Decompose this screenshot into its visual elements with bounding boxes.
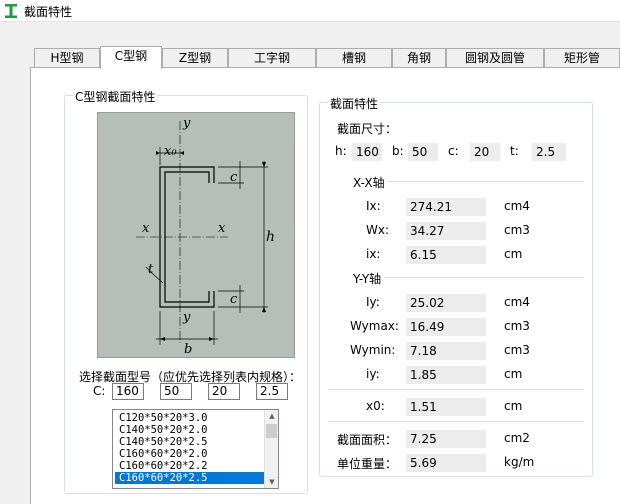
c-steel-panel: C型钢截面特性 [30, 67, 620, 504]
radius-x-unit: cm [504, 247, 523, 261]
label-y-bottom: y [182, 310, 191, 325]
section-size-label: 截面尺寸： [337, 122, 398, 136]
weight-value: 5.69 [406, 454, 486, 472]
ix-unit: cm4 [504, 199, 530, 213]
section-properties-group: 截面特性 截面尺寸： h: 160 b: 50 c: 20 t: 2.5 X-X… [319, 95, 593, 477]
c-section-drawing: x₀ y x x c c h t y b [136, 116, 275, 357]
label-c-top: c [230, 170, 238, 185]
list-item[interactable]: C120*50*20*3.0 [119, 412, 208, 424]
list-item[interactable]: C140*50*20*2.0 [119, 424, 208, 436]
area-value: 7.25 [406, 430, 486, 448]
scroll-up-icon[interactable]: ▲ [269, 412, 275, 420]
divider [384, 277, 584, 278]
label-y-top: y [182, 116, 191, 131]
tab-rect-tube[interactable]: 矩形管 [544, 48, 620, 68]
radius-y-value: 1.85 [406, 366, 486, 384]
input-t[interactable]: 2.5 [256, 383, 288, 400]
tab-z-steel[interactable]: Z型钢 [162, 48, 228, 68]
iy-value: 25.02 [406, 294, 486, 312]
radius-y-unit: cm [504, 367, 523, 381]
tab-c-steel[interactable]: C型钢 [100, 46, 162, 69]
area-unit: cm2 [504, 431, 530, 445]
list-item[interactable]: C160*60*20*2.2 [119, 460, 208, 472]
list-item-selected[interactable]: C160*60*20*2.5 [115, 472, 265, 484]
section-type-tabs: H型钢 C型钢 Z型钢 工字钢 槽钢 角钢 圆钢及圆管 矩形管 [30, 46, 620, 69]
dim-t-label: t: [510, 144, 519, 158]
list-item[interactable]: C160*60*20*2.0 [119, 448, 208, 460]
select-prompt: 选择截面型号（应优先选择列表内规格）： [79, 370, 302, 384]
section-properties-title: 截面特性 [328, 95, 381, 112]
title-bar: 截面特性 [0, 0, 620, 22]
label-c-bottom: c [230, 292, 238, 307]
label-x0: x₀ [164, 144, 177, 159]
divider [328, 421, 584, 422]
label-b: b [184, 342, 192, 357]
iy-unit: cm4 [504, 295, 530, 309]
radius-y-label: iy: [366, 367, 380, 381]
x0-unit: cm [504, 399, 523, 413]
x0-label: x0: [366, 399, 385, 413]
area-label: 截面面积： [337, 433, 398, 447]
input-h[interactable]: 160 [112, 383, 144, 400]
wymax-unit: cm3 [504, 319, 530, 333]
dim-h-label: h: [335, 144, 347, 158]
c-section-group-title: C型钢截面特性 [73, 88, 158, 105]
scroll-thumb[interactable] [266, 424, 277, 438]
label-t: t [148, 262, 154, 277]
xx-axis-title: X-X轴 [350, 174, 388, 191]
label-x-left: x [142, 221, 150, 236]
tab-i-beam[interactable]: 工字钢 [228, 48, 316, 68]
app-logo-icon [5, 4, 17, 18]
weight-unit: kg/m [504, 455, 535, 469]
window-title: 截面特性 [24, 5, 73, 19]
dim-b-value: 50 [408, 143, 438, 161]
dim-b-label: b: [392, 144, 404, 158]
radius-x-value: 6.15 [406, 246, 486, 264]
wymax-value: 16.49 [406, 318, 486, 336]
wymin-unit: cm3 [504, 343, 530, 357]
weight-label: 单位重量： [337, 457, 398, 471]
x0-value: 1.51 [406, 398, 486, 416]
label-h: h [266, 229, 275, 245]
ix-label: Ix: [366, 199, 381, 213]
dim-h-value: 160 [352, 143, 382, 161]
iy-label: Iy: [366, 295, 380, 309]
tab-channel[interactable]: 槽钢 [316, 48, 392, 68]
dim-c-label: c: [448, 144, 459, 158]
radius-x-label: ix: [366, 247, 381, 261]
tab-h-steel[interactable]: H型钢 [34, 48, 100, 68]
input-c[interactable]: 20 [208, 383, 240, 400]
input-b[interactable]: 50 [160, 383, 192, 400]
yy-axis-title: Y-Y轴 [350, 270, 385, 287]
list-item[interactable]: C140*50*20*2.5 [119, 436, 208, 448]
c-section-diagram: x₀ y x x c c h t y b [97, 112, 295, 358]
ix-value: 274.21 [406, 198, 486, 216]
wx-unit: cm3 [504, 223, 530, 237]
divider [384, 181, 584, 182]
wymin-value: 7.18 [406, 342, 486, 360]
dim-c-value: 20 [470, 143, 500, 161]
divider [328, 389, 584, 390]
tab-round[interactable]: 圆钢及圆管 [446, 48, 544, 68]
wx-value: 34.27 [406, 222, 486, 240]
scroll-down-icon[interactable]: ▼ [269, 478, 275, 486]
tab-angle[interactable]: 角钢 [392, 48, 446, 68]
section-spec-list[interactable]: C120*50*20*3.0 C140*50*20*2.0 C140*50*20… [112, 409, 279, 489]
wymin-label: Wymin: [350, 343, 396, 357]
c-section-group: C型钢截面特性 [64, 88, 308, 494]
list-scrollbar[interactable]: ▲ ▼ [264, 410, 278, 488]
label-x-right: x [218, 221, 226, 236]
dim-t-value: 2.5 [532, 143, 566, 161]
wymax-label: Wymax: [350, 319, 399, 333]
c-label: C: [93, 384, 106, 398]
wx-label: Wx: [366, 223, 390, 237]
